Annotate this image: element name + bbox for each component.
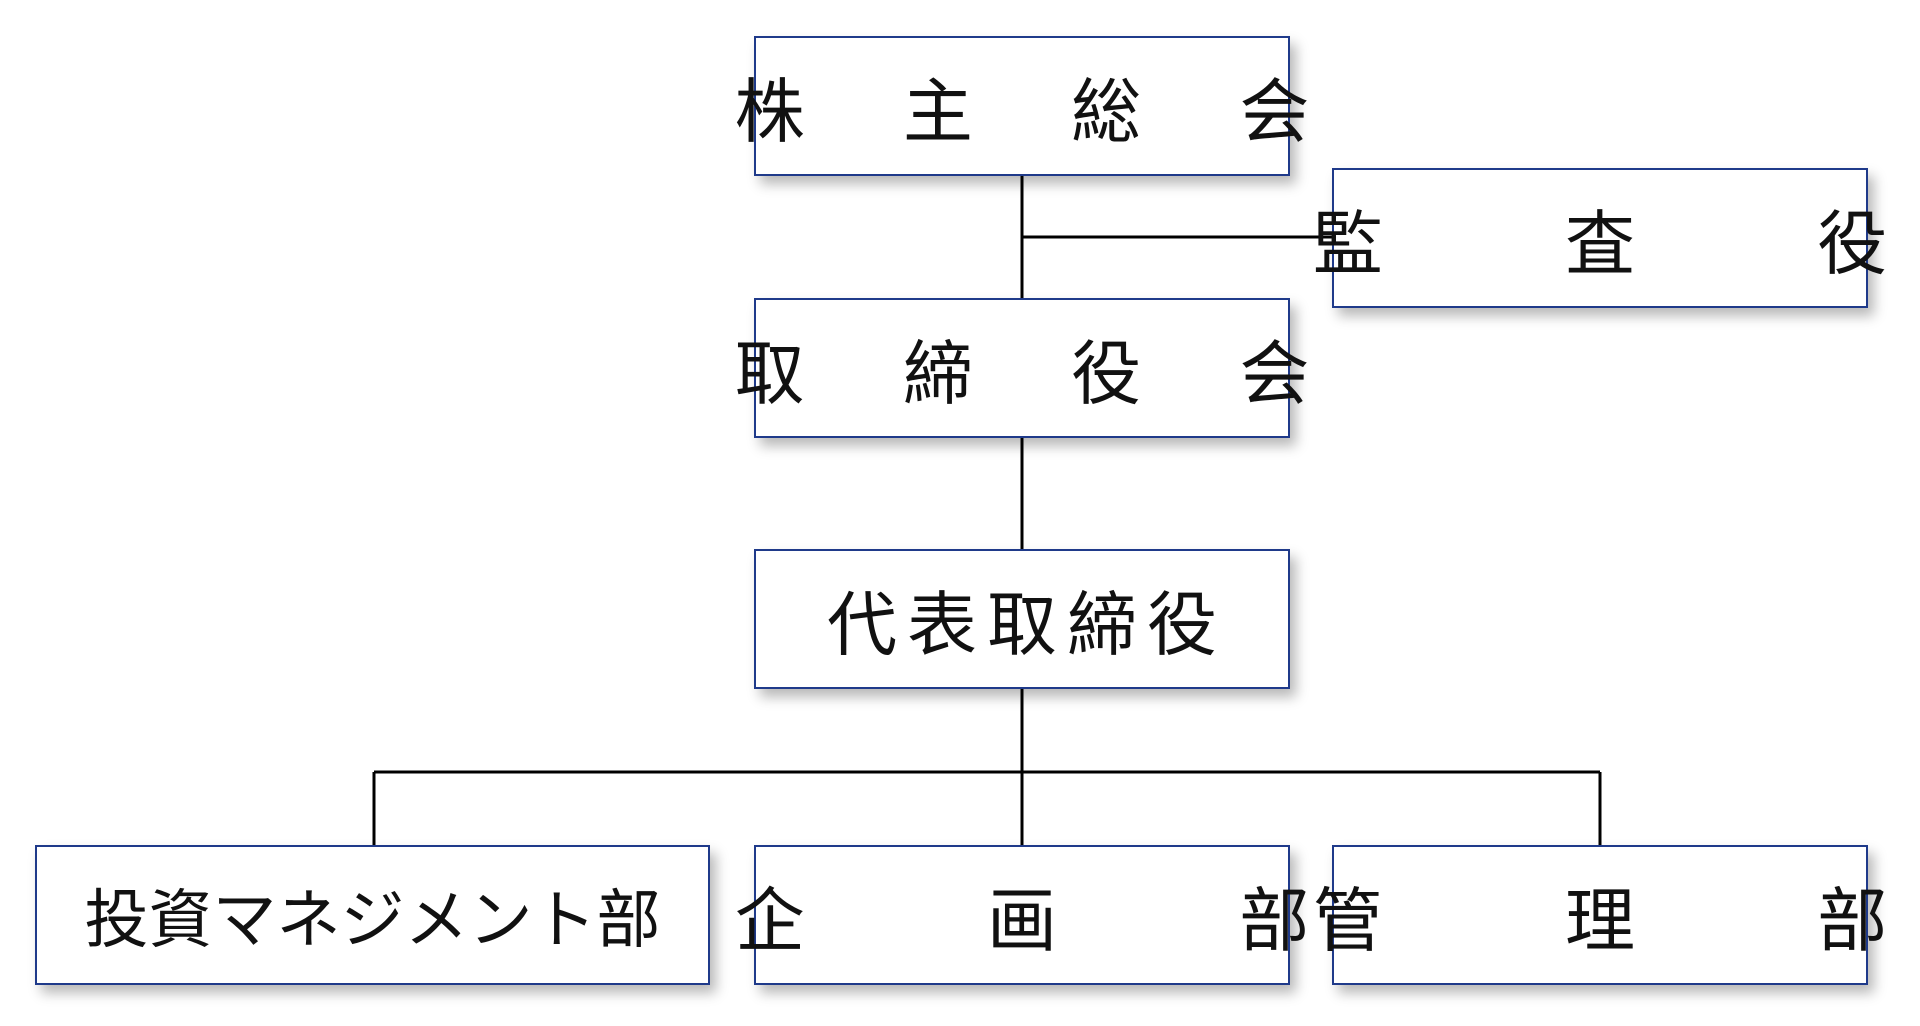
node-representative-director: 代表取締役	[754, 549, 1290, 689]
node-label: 管 理 部	[1312, 879, 1920, 962]
node-label: 企 画 部	[734, 879, 1390, 962]
node-administration-dept: 管 理 部	[1313, 845, 1887, 985]
node-shareholders-meeting: 株 主 総 会	[735, 36, 1309, 176]
node-label: 投資マネジメント部	[84, 884, 661, 958]
node-auditor: 監 査 役	[1313, 168, 1887, 308]
node-investment-management-dept: 投資マネジメント部	[35, 845, 710, 985]
node-label: 代表取締役	[827, 583, 1227, 666]
node-label: 監 査 役	[1312, 202, 1920, 285]
node-label: 株 主 総 会	[734, 70, 1348, 153]
node-planning-dept: 企 画 部	[735, 845, 1309, 985]
node-label: 取 締 役 会	[734, 332, 1348, 415]
node-board-of-directors: 取 締 役 会	[735, 298, 1309, 438]
